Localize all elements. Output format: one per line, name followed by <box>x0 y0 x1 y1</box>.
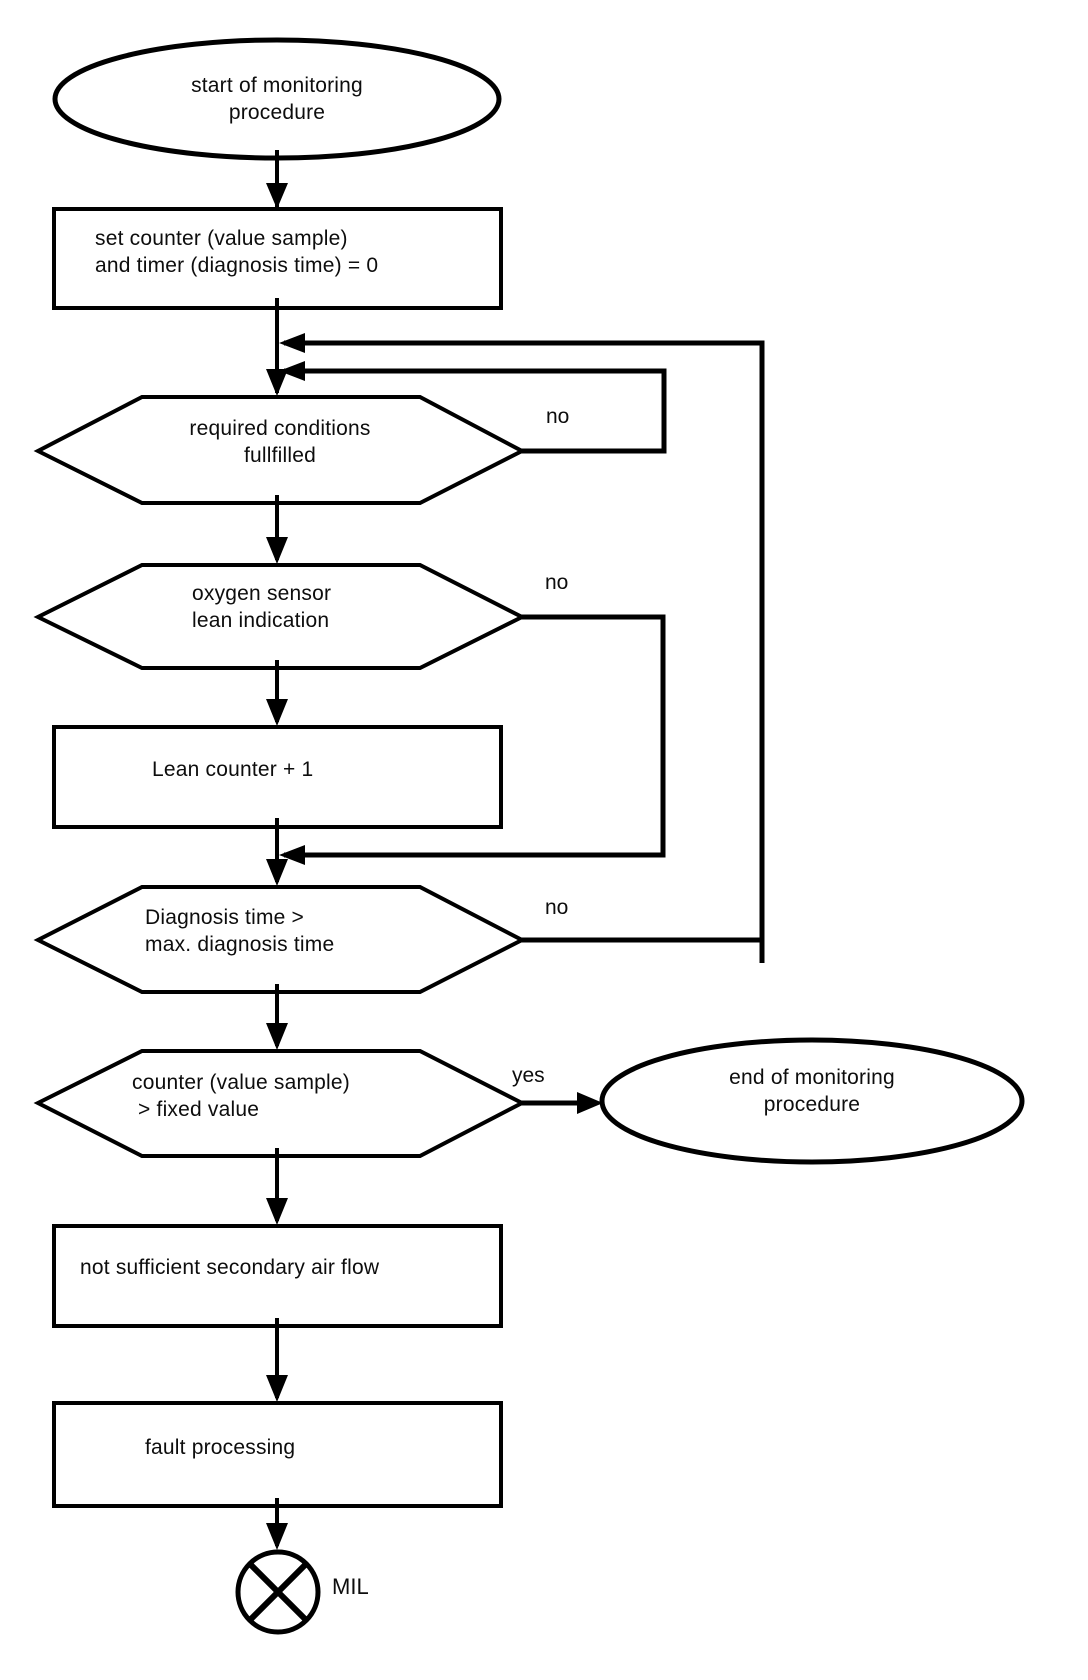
oxygen-no-label: no <box>545 571 569 594</box>
lean-counter-box <box>52 725 503 829</box>
end-label: end of monitoring procedure <box>729 1066 895 1116</box>
conditions-no-label: no <box>546 405 570 428</box>
init-label: set counter (value sample) and timer (di… <box>95 226 379 277</box>
arrowhead-airflow-fault-icon <box>266 1375 288 1402</box>
diagnosis-time-hexagon <box>33 885 527 994</box>
arrowhead-leancounter-diagnosis-icon <box>266 859 288 886</box>
arrowhead-diagnosis-counter-icon <box>266 1023 288 1050</box>
counter-check-hexagon <box>33 1049 527 1158</box>
arrowhead-counter-airflow-icon <box>266 1198 288 1225</box>
arrowhead-init-conditions-icon <box>266 369 288 396</box>
diagnosis-no-label: no <box>545 896 569 919</box>
arrowhead-counter-yes-icon <box>577 1092 603 1114</box>
mil-label: MIL <box>332 1574 369 1599</box>
conditions-hexagon <box>33 395 527 505</box>
init-box <box>52 207 503 310</box>
arrowhead-oxygen-leancounter-icon <box>266 699 288 726</box>
edge-conditions-no <box>284 368 667 454</box>
counter-yes-label: yes <box>512 1064 545 1087</box>
oxygen-hexagon <box>33 563 527 670</box>
mil-lamp-icon <box>235 1549 321 1635</box>
end-ellipse <box>599 1037 1025 1165</box>
start-label: start of monitoring procedure <box>191 74 363 124</box>
arrowhead-oxygen-no-icon <box>279 845 305 865</box>
arrowhead-conditions-oxygen-icon <box>266 537 288 564</box>
counter-check-label: counter (value sample) > fixed value <box>132 1070 350 1121</box>
fault-processing-label: fault processing <box>145 1436 296 1459</box>
edge-oxygen-no <box>284 614 666 858</box>
arrowhead-diagnosis-no-icon <box>279 333 305 353</box>
conditions-label: required conditions fullfilled <box>189 417 371 467</box>
air-flow-label: not sufficient secondary air flow <box>80 1255 380 1279</box>
arrowhead-fault-mil-icon <box>266 1523 288 1550</box>
arrowhead-start-init-icon <box>266 183 288 209</box>
diagnosis-time-label: Diagnosis time > max. diagnosis time <box>145 905 335 956</box>
lean-counter-label: Lean counter + 1 <box>152 757 314 781</box>
arrowhead-conditions-no-icon <box>279 361 305 381</box>
oxygen-label: oxygen sensor lean indication <box>192 581 332 632</box>
edge-diagnosis-no <box>284 340 765 943</box>
